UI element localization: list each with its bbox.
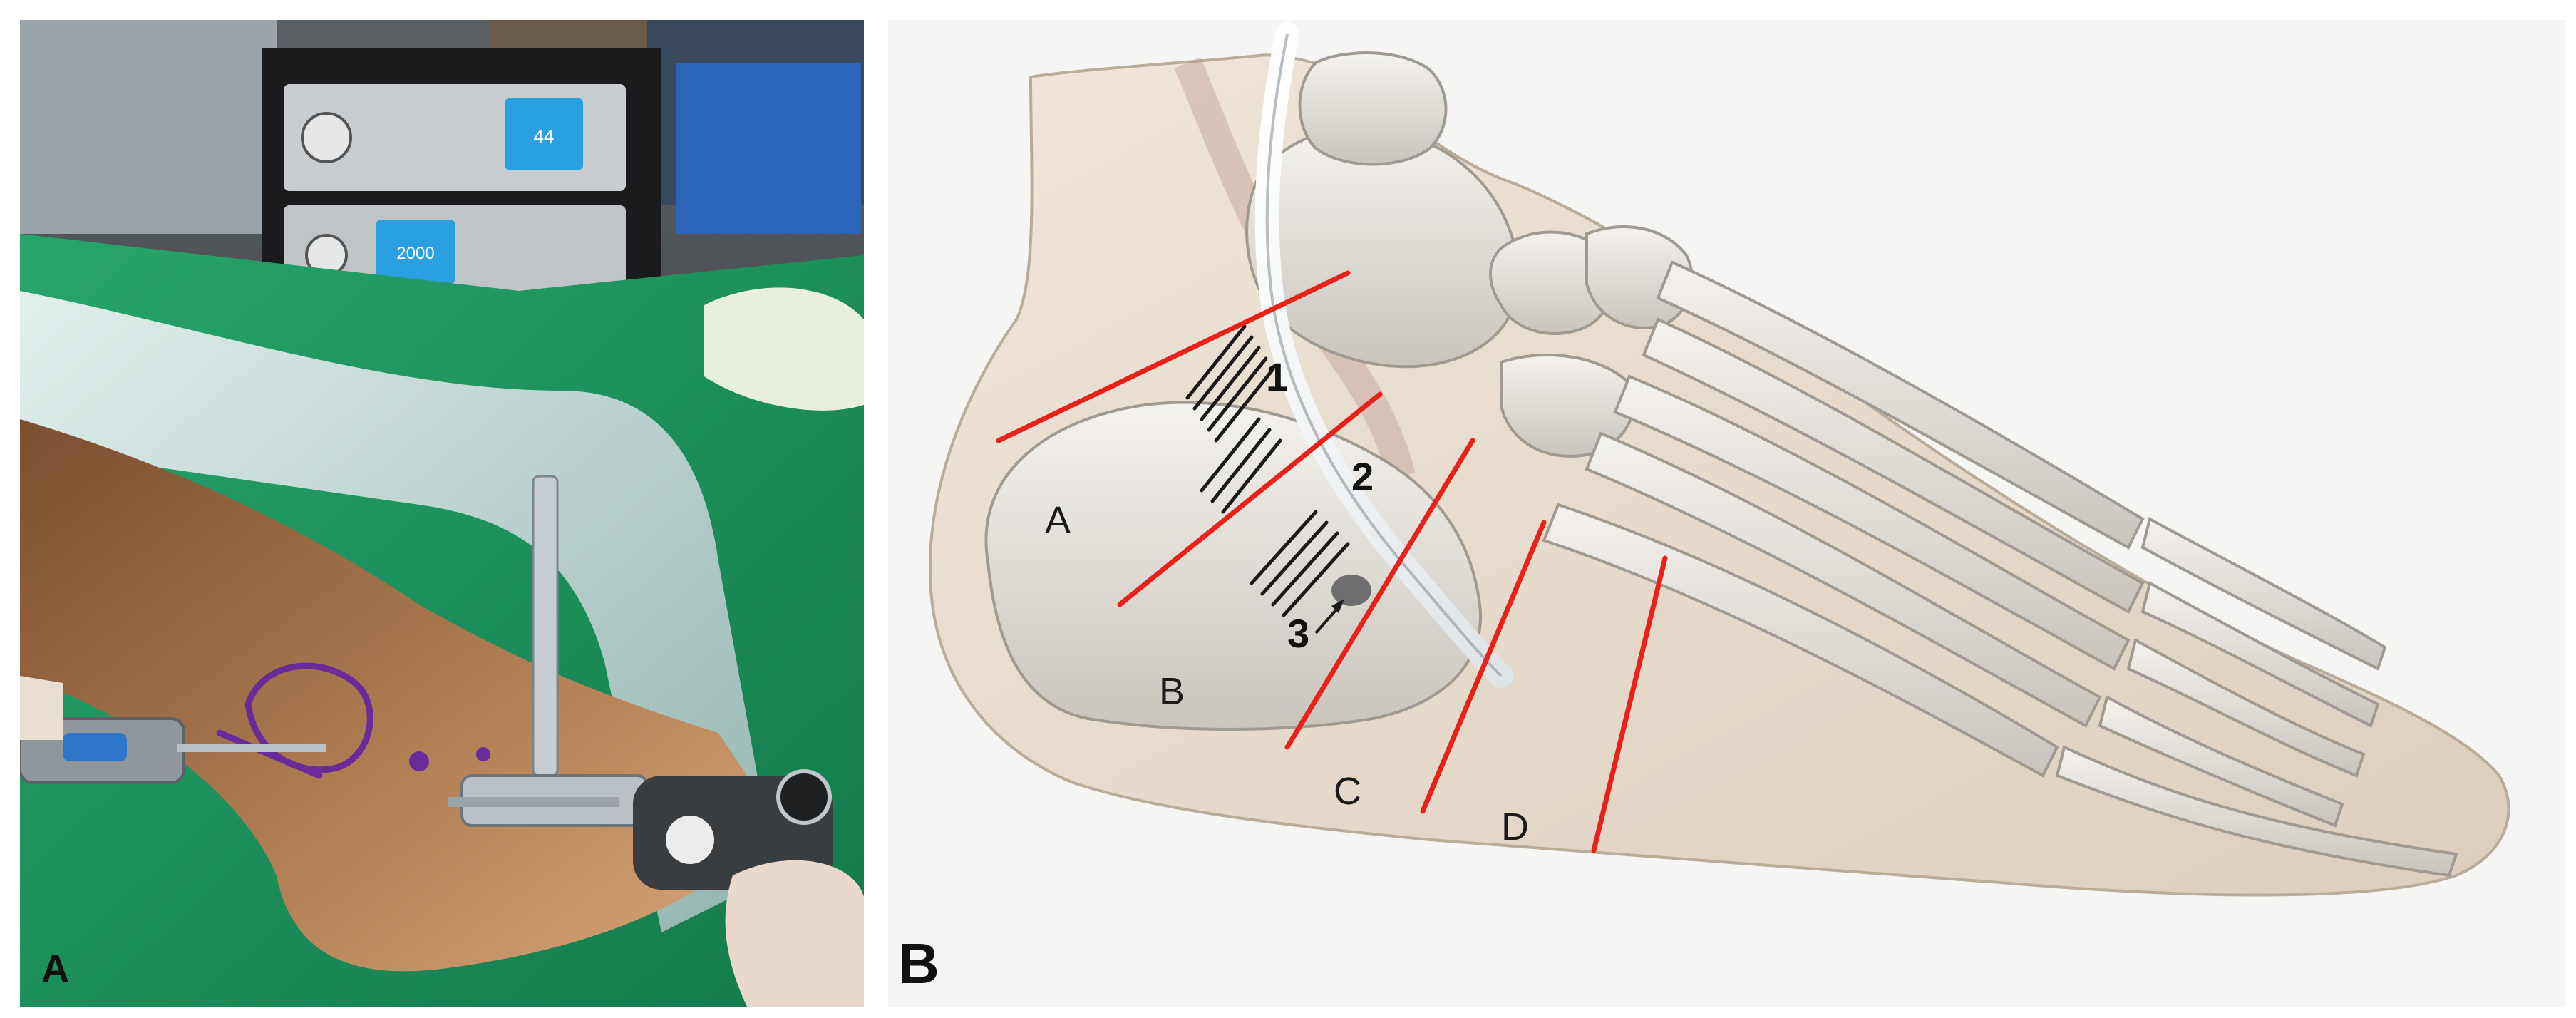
patient-ankle bbox=[20, 419, 776, 972]
monitor-top-readout: 44 bbox=[534, 125, 555, 147]
skin-markings bbox=[216, 662, 490, 779]
foot-diagram: A B C D 1 2 3 bbox=[928, 22, 2510, 897]
gloved-hand-left bbox=[20, 676, 63, 740]
zone-label-d: D bbox=[1501, 806, 1529, 848]
metatarsal-bones bbox=[1542, 260, 2145, 778]
tibia-bone bbox=[1298, 51, 1448, 166]
zone-label-a: A bbox=[1045, 499, 1071, 542]
portal-label-3: 3 bbox=[1287, 611, 1309, 656]
portal-label-1: 1 bbox=[1266, 354, 1288, 399]
panel-a-label: A bbox=[41, 947, 69, 990]
monitor-bottom-readout: 2000 bbox=[396, 244, 434, 263]
plastic-drape bbox=[20, 291, 776, 932]
portal-hatch-marks bbox=[1185, 324, 1350, 617]
panel-b-illustration: A B C D 1 2 3 B bbox=[888, 20, 2565, 1007]
zone-label-c: C bbox=[1334, 770, 1361, 813]
zone-label-b: B bbox=[1159, 670, 1185, 713]
surgical-photo: 44 2000 bbox=[20, 20, 864, 1007]
portal-3-marker bbox=[1331, 575, 1371, 606]
portal-label-2: 2 bbox=[1351, 454, 1374, 499]
gloved-hand-upper bbox=[704, 287, 864, 411]
panel-a-photo: 44 2000 bbox=[20, 20, 864, 1007]
phalanx-bones bbox=[2055, 517, 2458, 878]
panel-b-label: B bbox=[898, 932, 939, 995]
gloved-hand-lower bbox=[725, 860, 864, 1007]
zone-boundary-lines bbox=[996, 270, 1668, 853]
portal-3-arrowhead bbox=[1331, 599, 1344, 613]
